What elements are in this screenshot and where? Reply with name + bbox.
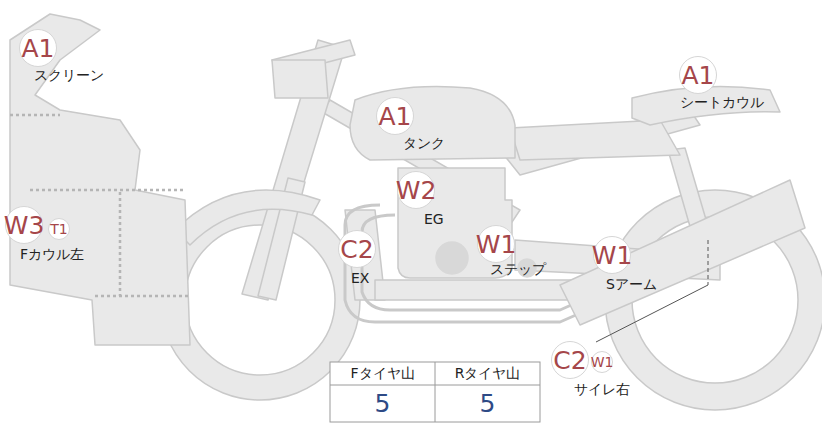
table-value: 5	[436, 386, 539, 421]
callout-number: W2	[397, 171, 435, 209]
callout-number: W1	[591, 351, 613, 373]
callout-number: A1	[19, 29, 57, 67]
table-frame	[330, 362, 540, 422]
cowl-seam	[10, 114, 60, 117]
table-header: Fタイヤ山	[331, 363, 434, 385]
callout-number: W1	[477, 225, 515, 263]
leader-line	[596, 285, 708, 342]
callout-marker: W1Sアーム	[593, 236, 631, 274]
callout-marker: T1	[48, 218, 70, 240]
callout-marker: A1タンク	[376, 97, 414, 135]
callout-number: A1	[679, 56, 717, 94]
front-cowl	[10, 14, 190, 345]
front-fork	[242, 40, 345, 300]
part-name: スクリーン	[34, 67, 104, 85]
callout-number: W3	[5, 206, 43, 244]
part-name: EG	[424, 211, 444, 227]
cowl-seam	[119, 192, 122, 296]
part-name: シートカウル	[680, 94, 764, 112]
seat	[510, 120, 680, 160]
callout-marker: C2サイレ右	[551, 341, 589, 379]
callout-number: W1	[593, 236, 631, 274]
part-name: EX	[351, 270, 369, 286]
callout-marker: A1シートカウル	[679, 56, 717, 94]
callout-marker: A1スクリーン	[19, 29, 57, 67]
part-name: タンク	[403, 135, 445, 153]
callout-marker: W1ステップ	[477, 225, 515, 263]
fuel-tank	[350, 87, 515, 161]
part-name: Sアーム	[606, 276, 657, 294]
callout-number: C2	[551, 341, 589, 379]
callout-marker: C2EX	[338, 230, 376, 268]
headlight-mount	[272, 60, 328, 98]
table-header: Rタイヤ山	[436, 363, 539, 385]
callout-marker: W1	[591, 351, 613, 373]
muffler	[560, 180, 805, 325]
cowl-seam	[30, 189, 185, 192]
callout-number: T1	[48, 218, 70, 240]
callout-marker: W2EG	[397, 171, 435, 209]
cowl-seam	[95, 295, 188, 298]
table-value: 5	[331, 386, 434, 421]
part-name: Fカウル左	[20, 246, 84, 264]
callout-number: A1	[376, 97, 414, 135]
callout-number: C2	[338, 230, 376, 268]
part-name: サイレ右	[574, 381, 630, 399]
callout-marker: W3Fカウル左	[5, 206, 43, 244]
table-rule	[330, 362, 540, 422]
leader-line	[708, 240, 709, 285]
engine-cover	[436, 242, 468, 274]
part-name: ステップ	[490, 261, 546, 279]
front-fender	[175, 190, 320, 245]
